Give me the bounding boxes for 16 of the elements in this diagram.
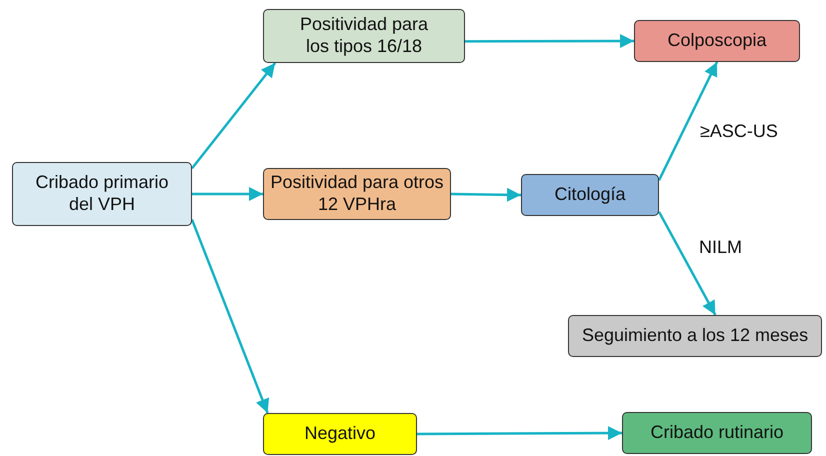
process-box: Seguimiento a los 12 meses xyxy=(568,315,822,357)
arrow xyxy=(658,211,716,316)
process-box: Colposcopia xyxy=(634,20,800,62)
arrow xyxy=(190,219,270,414)
arrow xyxy=(191,62,276,170)
process-box: Citología xyxy=(521,174,659,216)
process-box: Cribado rutinario xyxy=(622,412,812,454)
arrow xyxy=(192,187,263,201)
arrow xyxy=(450,188,522,202)
arrow xyxy=(465,34,634,48)
arrow xyxy=(658,61,718,181)
process-box: Negativo xyxy=(263,413,417,455)
process-box: Positividad para los tipos 16/18 xyxy=(263,9,465,63)
process-box: Cribado primario del VPH xyxy=(12,162,192,226)
arrow xyxy=(417,426,622,440)
process-box: Positividad para otros 12 VPHra xyxy=(263,168,451,220)
